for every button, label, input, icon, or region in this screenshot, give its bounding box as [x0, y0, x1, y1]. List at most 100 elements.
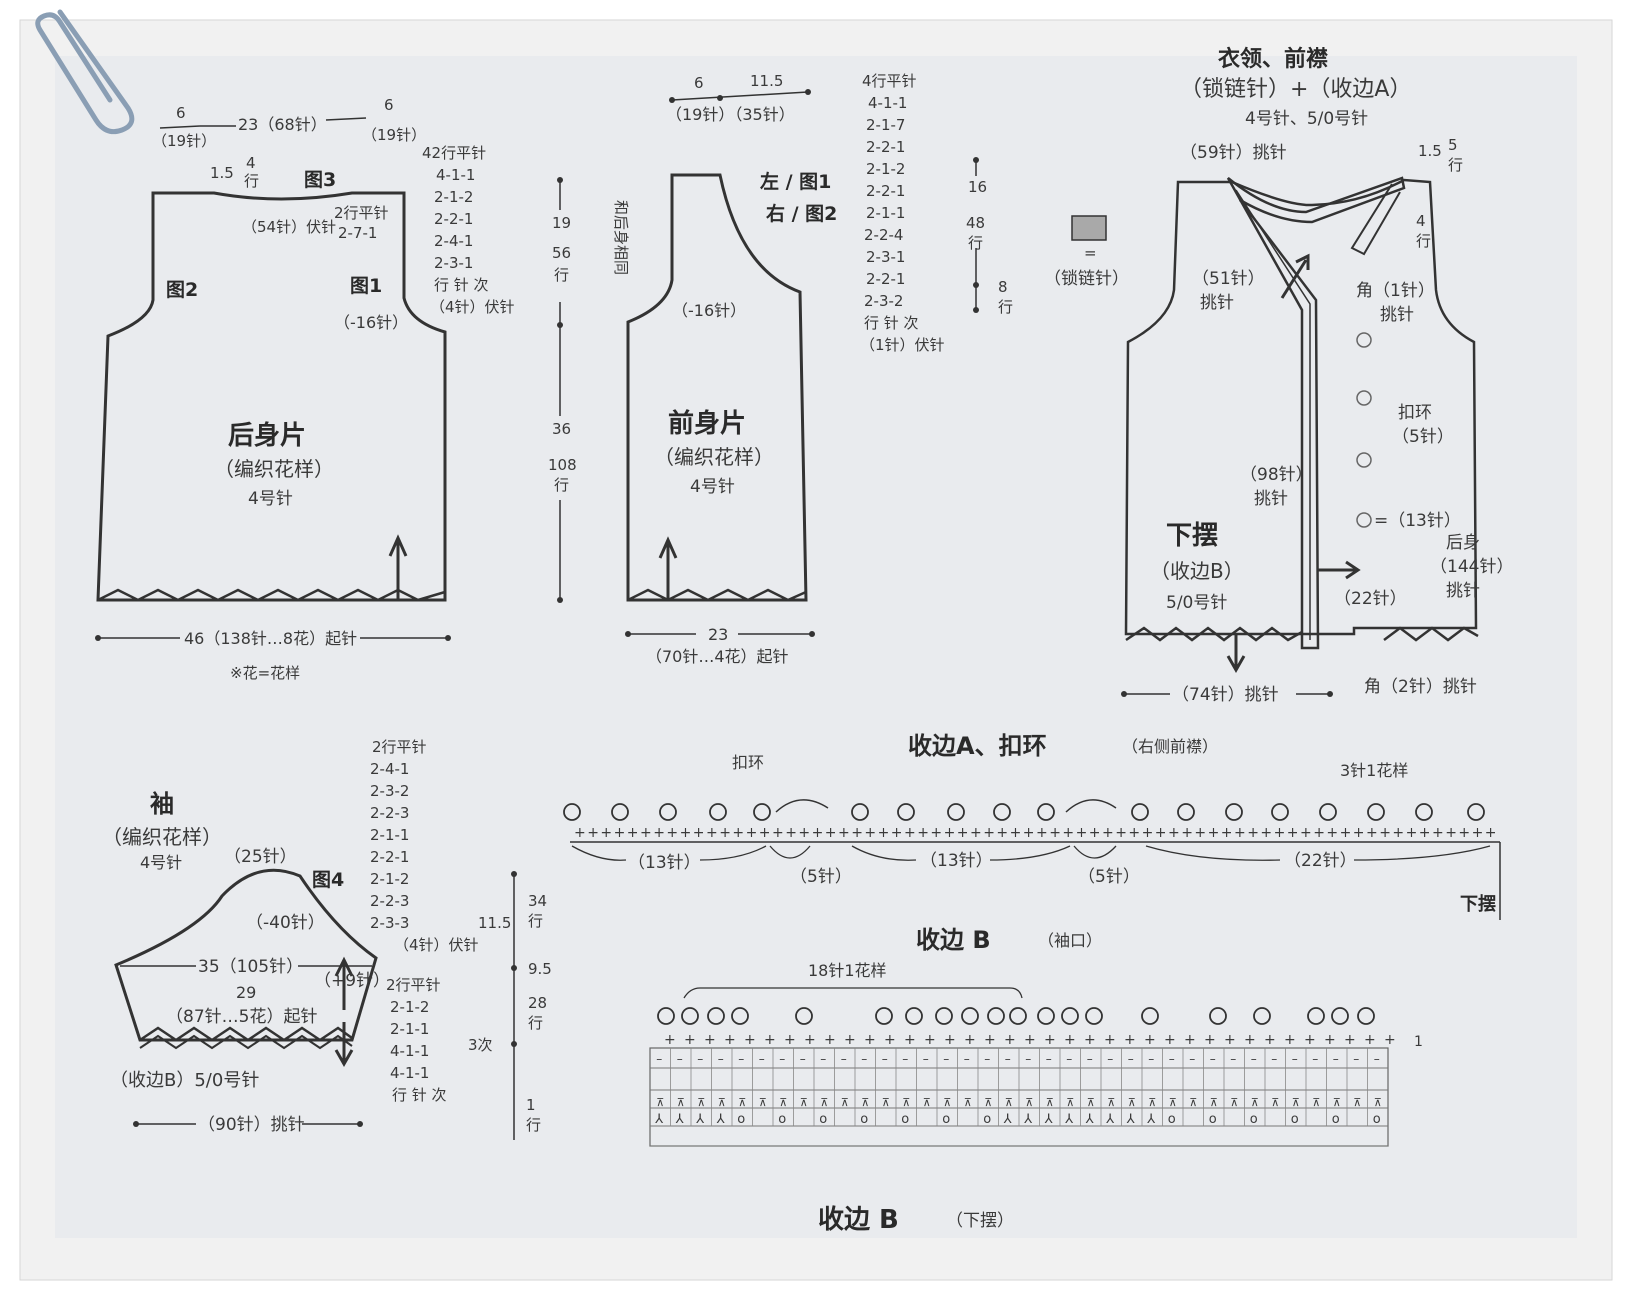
sleeve-inc-9: （+9针） — [314, 971, 390, 991]
knit2tog-symbol-icon: ⊼ — [800, 1096, 808, 1109]
purl-symbol-icon: – — [943, 1052, 949, 1066]
sc-stitch-icon: + — [772, 825, 784, 841]
front-right-fig: 右 / 图2 — [765, 202, 837, 225]
knit2tog-symbol-icon: ⊼ — [943, 1096, 951, 1109]
purl-symbol-icon: – — [656, 1052, 662, 1066]
sleeve-inc-3: 4-1-1 — [390, 1042, 429, 1060]
sc-stitch-icon: + — [1164, 1032, 1176, 1048]
knit2tog-symbol-icon: ⊼ — [779, 1096, 787, 1109]
picot-icon — [1331, 1007, 1349, 1025]
chart-bottom-symbol: ⅄ — [1003, 1112, 1012, 1127]
sc-stitch-icon: + — [1485, 825, 1497, 841]
buttonhole-a: 扣环 — [1398, 403, 1432, 423]
sc-stitch-icon: + — [1115, 825, 1127, 841]
sc-stitch-icon: + — [1181, 825, 1193, 841]
edging-b-hem-title: 收边 B — [818, 1205, 899, 1235]
sc-stitch-icon: + — [1221, 825, 1233, 841]
chart-bottom-symbol: o — [1250, 1112, 1258, 1127]
sleeve-table-3: 2-2-3 — [370, 804, 409, 822]
collar-right — [1350, 183, 1401, 256]
sc-stitch-icon: + — [1274, 825, 1286, 841]
sc-stitch-icon: + — [732, 825, 744, 841]
sc-stitch-icon: + — [1142, 825, 1154, 841]
chart-bottom-symbol: ⅄ — [1064, 1112, 1073, 1127]
purl-symbol-icon: – — [738, 1052, 744, 1066]
sc-stitch-icon: + — [917, 825, 929, 841]
front-table-12: （1针）伏针 — [860, 336, 945, 354]
purl-symbol-icon: – — [964, 1052, 970, 1066]
front-v16: 16 — [968, 178, 987, 196]
paperclip-icon — [35, 9, 135, 135]
sc-stitch-icon: + — [1287, 825, 1299, 841]
sc-stitch-icon: + — [1313, 825, 1325, 841]
edging-b-row-marker: 1 — [1414, 1034, 1423, 1050]
picot-icon — [1307, 1007, 1325, 1025]
purl-symbol-icon: – — [1148, 1052, 1154, 1066]
hem-needle: 5/0号针 — [1166, 593, 1227, 613]
picot-icon — [1037, 1007, 1055, 1025]
sc-stitch-icon: + — [759, 825, 771, 841]
sleeve-table-6: 2-1-2 — [370, 870, 409, 888]
purl-symbol-icon: – — [1169, 1052, 1175, 1066]
knit2tog-symbol-icon: ⊼ — [820, 1096, 828, 1109]
sc-stitch-icon: + — [1384, 1032, 1396, 1048]
back-neck-flat: 2行平针 — [334, 204, 389, 222]
collar-v4-row: 行 — [1416, 232, 1431, 250]
sc-stitch-icon: + — [1204, 1032, 1216, 1048]
knit2tog-symbol-icon: ⊼ — [841, 1096, 849, 1109]
knit2tog-symbol-icon: ⊼ — [964, 1096, 972, 1109]
back-side-row-0: 42行平针 — [422, 144, 486, 162]
front-bottom-st: （70针…4花）起针 — [646, 647, 789, 666]
sleeve-dec-40: （-40针） — [246, 913, 325, 933]
front-table-4: 2-1-2 — [866, 160, 905, 178]
front-top-115: 11.5 — [750, 72, 783, 90]
front-body-title: 前身片 — [668, 408, 746, 439]
chart-bottom-symbol: o — [1332, 1112, 1340, 1127]
edging-a-buttonhole-label: 扣环 — [732, 753, 764, 772]
picot-icon — [709, 803, 727, 821]
scale-36: 36 — [552, 420, 571, 438]
sc-stitch-icon: + — [1264, 1032, 1276, 1048]
purl-symbol-icon: – — [1312, 1052, 1318, 1066]
knit2tog-symbol-icon: ⊼ — [1066, 1096, 1074, 1109]
sc-stitch-icon: + — [944, 825, 956, 841]
edging-b-cuff-repeat: 18针1花样 — [808, 961, 887, 980]
purl-symbol-icon: – — [1046, 1052, 1052, 1066]
picot-icon — [1271, 803, 1289, 821]
sc-stitch-icon: + — [838, 825, 850, 841]
edging-a-seg-2: （13针） — [920, 851, 993, 871]
scale-19: 19 — [552, 214, 571, 232]
knit2tog-symbol-icon: ⊼ — [1169, 1096, 1177, 1109]
sc-stitch-icon: + — [1244, 1032, 1256, 1048]
collar-v5: 5 — [1448, 136, 1458, 154]
chart-bottom-symbol: o — [1168, 1112, 1176, 1127]
purl-symbol-icon: – — [1374, 1052, 1380, 1066]
sleeve-title: 袖 — [150, 790, 174, 818]
sc-stitch-icon: + — [824, 1032, 836, 1048]
picot-icon — [961, 1007, 979, 1025]
purl-symbol-icon: – — [779, 1052, 785, 1066]
sc-stitch-icon: + — [1300, 825, 1312, 841]
sc-stitch-icon: + — [587, 825, 599, 841]
back-fig2: 图2 — [166, 279, 198, 301]
sc-stitch-icon: + — [1392, 825, 1404, 841]
buttonhole-b: （5针） — [1392, 427, 1454, 447]
front-table-8: 2-3-1 — [866, 248, 905, 266]
sleeve-cuff-zigzag — [139, 1026, 353, 1042]
sc-stitch-icon: + — [1208, 825, 1220, 841]
sc-stitch-icon: + — [1168, 825, 1180, 841]
back-armhole-dec: （-16针） — [334, 313, 408, 332]
sc-stitch-icon: + — [804, 1032, 816, 1048]
sc-stitch-icon: + — [970, 825, 982, 841]
back-side-row-6: 行 针 次 — [434, 276, 489, 294]
sc-stitch-icon: + — [1344, 1032, 1356, 1048]
chart-bottom-symbol: ⅄ — [1085, 1112, 1094, 1127]
picot-icon — [1209, 1007, 1227, 1025]
picot-icon — [1415, 803, 1433, 821]
sleeve-inc-0: 2行平针 — [386, 976, 441, 994]
body-a: 后身 — [1446, 533, 1480, 553]
chart-bottom-symbol: ⅄ — [675, 1112, 684, 1127]
sc-stitch-icon: + — [944, 1032, 956, 1048]
chart-bottom-symbol: ⅄ — [1105, 1112, 1114, 1127]
knit2tog-symbol-icon: ⊼ — [1251, 1096, 1259, 1109]
